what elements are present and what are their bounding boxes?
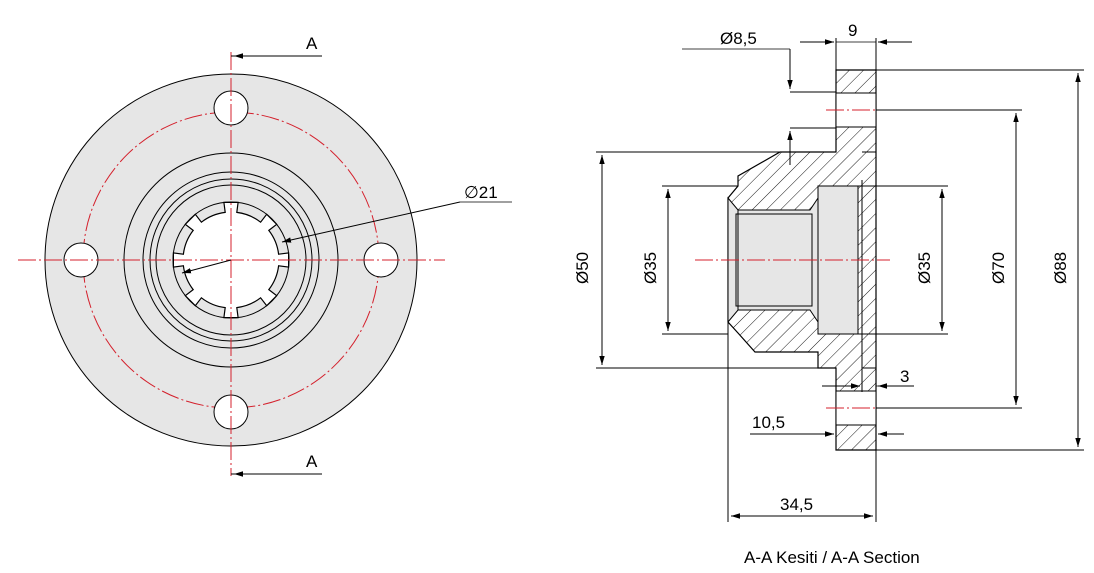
dim-outer-diameter: Ø88	[1051, 252, 1070, 284]
dim-length: 34,5	[780, 495, 813, 514]
dim-flange-thickness: 9	[848, 21, 857, 40]
section-view: Ø8,5 9 Ø50 Ø35 Ø35 Ø70	[573, 21, 1084, 567]
dim-offset: 10,5	[752, 413, 785, 432]
dim-recess: 3	[900, 367, 909, 386]
dim-bore-right: Ø35	[915, 252, 934, 284]
front-view: A A ∅21	[18, 34, 512, 477]
dim-hole-diameter: Ø8,5	[720, 29, 757, 48]
dim-spline-diameter: ∅21	[464, 183, 498, 202]
dim-boss-diameter: Ø50	[573, 252, 592, 284]
dim-bore-left: Ø35	[641, 252, 660, 284]
section-mark-bottom: A	[306, 452, 318, 471]
section-mark-top: A	[306, 34, 318, 53]
section-caption: A-A Kesiti / A-A Section	[744, 548, 920, 567]
dim-pitch-diameter: Ø70	[989, 252, 1008, 284]
